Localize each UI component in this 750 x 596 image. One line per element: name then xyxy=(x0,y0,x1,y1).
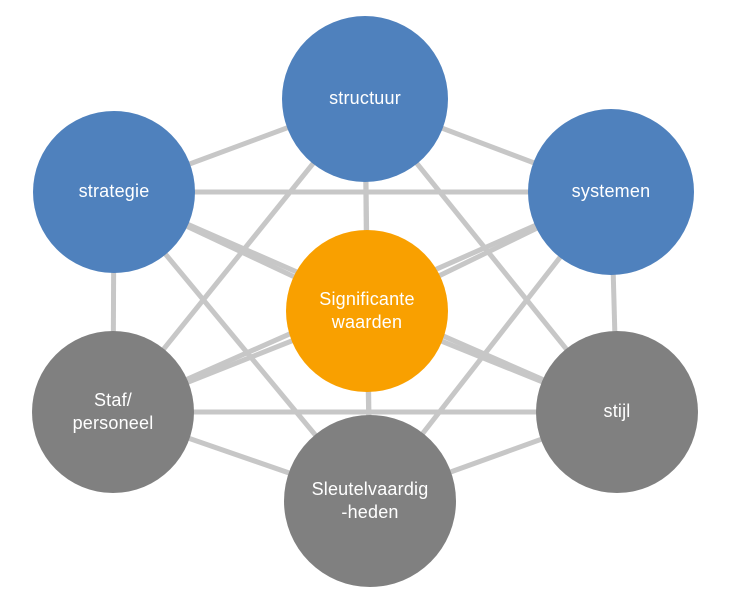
node-structuur-label: structuur xyxy=(329,88,401,109)
node-staf-personeel: Staf/ personeel xyxy=(32,331,194,493)
node-systemen: systemen xyxy=(528,109,694,275)
node-strategie-label: strategie xyxy=(78,181,150,202)
node-stijl: stijl xyxy=(536,331,698,493)
node-strategie: strategie xyxy=(33,111,195,273)
node-sleutelvaardigheden: Sleutelvaardig -heden xyxy=(284,415,456,587)
node-significante-waarden-label: Significante waarden xyxy=(319,288,415,332)
node-stijl-label: stijl xyxy=(603,401,631,422)
node-staf-personeel-label: Staf/ personeel xyxy=(72,389,154,433)
node-systemen-label: systemen xyxy=(571,181,651,202)
node-significante-waarden: Significante waarden xyxy=(286,230,448,392)
node-sleutelvaardigheden-label: Sleutelvaardig -heden xyxy=(311,478,429,522)
node-structuur: structuur xyxy=(282,16,448,182)
